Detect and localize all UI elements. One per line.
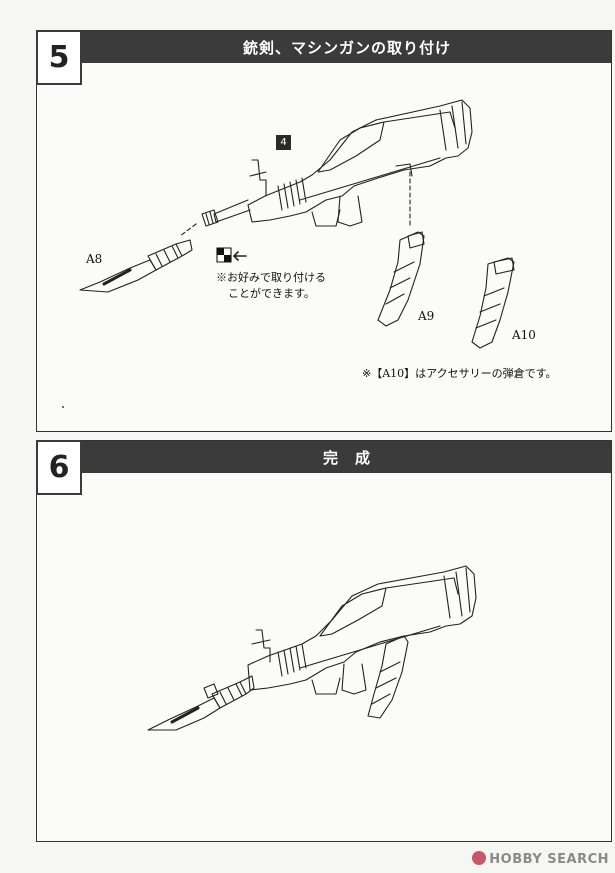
optional-note-line-2: ことができます。 (228, 287, 315, 300)
step-6-number-box: 6 (36, 440, 82, 495)
step-5-panel: 銃剣、マシンガンの取り付け (36, 30, 612, 432)
part-label-a10: A10 (512, 328, 536, 342)
optional-part-icon (216, 247, 247, 263)
optional-note-line-1: ※お好みで取り付ける (216, 271, 326, 284)
part-label-a8: A8 (86, 252, 103, 266)
step-6-panel: 完 成 (36, 440, 612, 842)
magazine-drawing-a10 (471, 257, 515, 349)
part-label-a9: A9 (418, 309, 435, 323)
watermark-text: HOBBY SEARCH (489, 852, 609, 867)
step-5-number: 5 (48, 40, 70, 75)
bayonet-drawing-a8 (79, 239, 193, 293)
step-6-number: 6 (48, 450, 70, 485)
speck (62, 406, 64, 408)
rifle-drawing-step6 (147, 565, 477, 731)
rifle-drawing-step5 (179, 99, 473, 237)
step-6-header: 完 成 (37, 441, 611, 473)
step-5-title: 銃剣、マシンガンの取り付け (242, 39, 451, 57)
step-6-title: 完 成 (322, 449, 371, 467)
magazine-drawing-a9 (377, 231, 425, 327)
hobby-search-logo-icon (472, 851, 487, 865)
watermark: HOBBY SEARCH (472, 851, 609, 867)
step-5-header: 銃剣、マシンガンの取り付け (37, 31, 611, 63)
accessory-note: ※【A10】はアクセサリーの弾倉です。 (362, 367, 557, 380)
part-badge-4: 4 (276, 135, 291, 150)
step-5-number-box: 5 (36, 30, 82, 85)
